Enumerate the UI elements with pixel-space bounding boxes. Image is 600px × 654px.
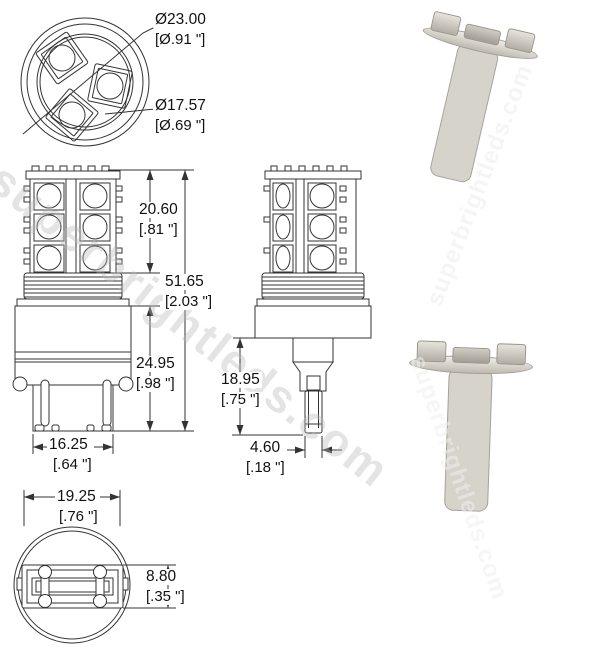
front-base bbox=[12, 298, 134, 432]
dim-base-width: 16.25 [.64 "] bbox=[47, 436, 94, 474]
led-tower bbox=[428, 41, 500, 184]
top-view-drawing bbox=[20, 17, 156, 147]
side-teeth bbox=[23, 185, 123, 265]
product-photo-tilted bbox=[373, 0, 563, 197]
dim-wedge-height: 18.95 [.75 "] bbox=[219, 371, 262, 409]
dim-overall-height: 51.65 [2.03 "] bbox=[163, 273, 215, 311]
dim-inner-diameter: Ø17.57 [Ø.69 "] bbox=[153, 97, 208, 135]
top-led-block bbox=[416, 340, 447, 363]
led-tower bbox=[443, 367, 493, 513]
front-tower bbox=[23, 165, 123, 274]
front-view-drawing bbox=[12, 165, 194, 454]
leader-inner-diameter bbox=[104, 108, 156, 115]
top-led-block bbox=[452, 346, 491, 364]
side-view-drawing bbox=[232, 165, 372, 458]
side-collar bbox=[261, 272, 365, 300]
dim-led-section-height: 20.60 [.81 "] bbox=[137, 201, 180, 239]
led-column-edge bbox=[469, 370, 492, 511]
leader-outer-diameter bbox=[22, 26, 156, 135]
top-led-block bbox=[496, 343, 527, 366]
bottom-view-drawing bbox=[13, 490, 176, 644]
bulb-top-cap bbox=[416, 334, 527, 366]
product-photo-upright bbox=[384, 333, 554, 514]
dim-connector-width: 19.25 [.76 "] bbox=[55, 488, 100, 526]
dim-wedge-thickness: 4.60 [.18 "] bbox=[244, 439, 287, 477]
top-view-led-modules bbox=[35, 31, 133, 142]
dim-base-section-height: 24.95 [.98 "] bbox=[134, 355, 177, 393]
dim-outer-diameter: Ø23.00 [Ø.91 "] bbox=[153, 11, 208, 49]
dim-connector-depth: 8.80 [.35 "] bbox=[144, 568, 187, 606]
side-tower bbox=[263, 165, 362, 274]
bottom-connector bbox=[16, 564, 129, 609]
front-collar bbox=[23, 272, 123, 300]
side-base-wedge bbox=[254, 298, 372, 434]
